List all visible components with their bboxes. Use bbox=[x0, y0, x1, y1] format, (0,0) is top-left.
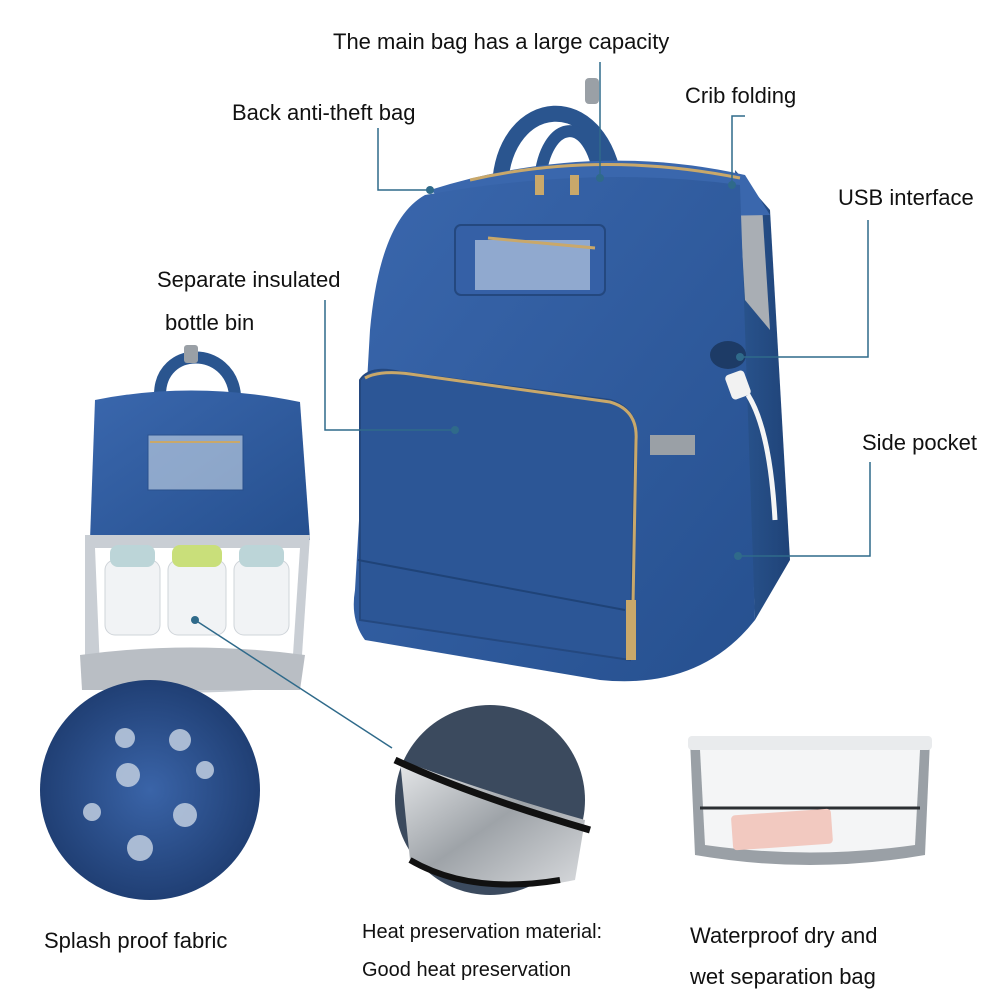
waterproof-caption-line2: wet separation bag bbox=[690, 964, 876, 989]
callout-dots bbox=[191, 174, 744, 624]
main-capacity-label: The main bag has a large capacity bbox=[333, 29, 670, 54]
callout-lines bbox=[194, 62, 871, 749]
crib-folding-label: Crib folding bbox=[685, 83, 797, 108]
open-backpack bbox=[80, 345, 310, 693]
side-pocket-label: Side pocket bbox=[862, 430, 977, 455]
splash-caption: Splash proof fabric bbox=[44, 928, 228, 953]
back-anti-theft-label: Back anti-theft bag bbox=[232, 100, 416, 125]
main-backpack bbox=[353, 78, 790, 682]
splash-fabric-image bbox=[40, 680, 260, 900]
insulated-bin-label-line2: bottle bin bbox=[165, 310, 255, 335]
insulated-bin-label-line1: Separate insulated bbox=[157, 267, 341, 292]
waterproof-caption-line1: Waterproof dry and bbox=[690, 923, 878, 948]
bottles bbox=[104, 545, 290, 636]
heat-lining-image bbox=[393, 705, 591, 895]
heat-caption-line1: Heat preservation material: bbox=[362, 921, 603, 943]
wet-dry-pouch-image bbox=[688, 736, 932, 865]
heat-caption-line2: Good heat preservation bbox=[362, 959, 572, 981]
usb-interface-label: USB interface bbox=[838, 185, 974, 210]
